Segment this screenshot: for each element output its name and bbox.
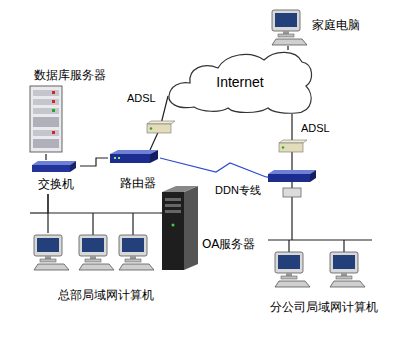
home-computer-icon bbox=[272, 10, 307, 45]
icon-part bbox=[52, 109, 55, 112]
icon-part bbox=[343, 240, 344, 252]
node-label: 家庭电脑 bbox=[312, 18, 360, 33]
node-label: OA服务器 bbox=[202, 237, 255, 252]
link-label: DDN专线 bbox=[214, 184, 262, 197]
network-link bbox=[48, 194, 160, 213]
icon-part bbox=[110, 150, 158, 154]
device-node: 数据库服务器 bbox=[28, 68, 132, 154]
icon-part bbox=[165, 198, 181, 201]
network-link bbox=[287, 46, 288, 50]
server-rack-icon bbox=[30, 86, 62, 152]
cloud-outline bbox=[169, 52, 312, 113]
modem-icon bbox=[147, 121, 175, 133]
icon-part bbox=[118, 157, 120, 159]
switch-icon bbox=[32, 161, 76, 172]
icon-part bbox=[30, 86, 62, 152]
network-link bbox=[45, 154, 46, 160]
icon-part bbox=[291, 197, 292, 240]
icon-part bbox=[162, 192, 184, 270]
device-node: 路由器 bbox=[108, 150, 160, 192]
network-link bbox=[160, 158, 266, 177]
icon-part bbox=[279, 143, 303, 152]
device-node: 总部局域网计算机 bbox=[28, 233, 160, 304]
icon-part bbox=[310, 170, 316, 182]
node-label: 分公司局域网计算机 bbox=[270, 300, 378, 315]
node-label: 路由器 bbox=[120, 176, 156, 191]
icon-part bbox=[162, 186, 198, 192]
icon-part bbox=[147, 121, 175, 124]
icon-part bbox=[92, 213, 93, 235]
icon-part bbox=[268, 239, 372, 240]
node-label: Internet bbox=[216, 75, 263, 90]
link-label: ADSL bbox=[126, 92, 157, 105]
icon-part bbox=[33, 130, 59, 136]
icon-part bbox=[33, 117, 59, 127]
icon-part bbox=[32, 161, 76, 165]
hub-icon bbox=[283, 188, 301, 197]
icon-part bbox=[172, 224, 175, 227]
icon-part bbox=[114, 157, 116, 159]
icon-part bbox=[268, 174, 310, 182]
icon-part bbox=[33, 108, 59, 114]
icon-part bbox=[282, 146, 284, 148]
icon-part bbox=[184, 186, 198, 270]
icon-part bbox=[32, 165, 70, 172]
device-node: 分公司局域网计算机 bbox=[266, 170, 381, 318]
branch-computer-icon bbox=[330, 252, 365, 287]
icon-part bbox=[52, 131, 55, 134]
tower-server-icon bbox=[162, 186, 198, 270]
icon-part bbox=[132, 213, 133, 235]
hq-computer-icon bbox=[34, 235, 69, 270]
icon-part bbox=[268, 170, 316, 174]
network-link bbox=[80, 158, 108, 166]
icon-part bbox=[33, 99, 59, 105]
icon-part bbox=[33, 90, 59, 96]
icon-part bbox=[52, 91, 55, 94]
modem-icon bbox=[279, 140, 307, 152]
icon-part bbox=[30, 212, 48, 213]
icon-part bbox=[110, 154, 150, 163]
link-label: ADSL bbox=[300, 122, 331, 135]
icon-part bbox=[150, 150, 158, 163]
branch-computer-icon bbox=[275, 252, 310, 287]
icon-part bbox=[150, 127, 152, 129]
node-label: 交换机 bbox=[38, 177, 74, 192]
icon-part bbox=[33, 139, 59, 148]
hq-computer-icon bbox=[79, 235, 114, 270]
icon-part bbox=[147, 124, 171, 133]
node-label: 数据库服务器 bbox=[34, 68, 106, 83]
lan-wire bbox=[30, 213, 163, 235]
icon-part bbox=[288, 240, 289, 252]
icon-part bbox=[165, 204, 181, 207]
icon-part bbox=[291, 182, 292, 188]
device-node: 交换机 bbox=[30, 160, 80, 194]
icon-part bbox=[70, 161, 76, 172]
cloud-node: Internet bbox=[168, 50, 312, 114]
node-label: 总部局域网计算机 bbox=[58, 288, 154, 303]
hq-computer-icon bbox=[119, 235, 154, 270]
icon-part bbox=[279, 140, 307, 143]
router-icon bbox=[268, 170, 316, 182]
router-icon bbox=[110, 150, 158, 163]
icon-part bbox=[52, 100, 55, 103]
icon-part bbox=[165, 210, 181, 213]
device-node: 家庭电脑 bbox=[270, 10, 370, 46]
lan-wire bbox=[268, 182, 372, 252]
